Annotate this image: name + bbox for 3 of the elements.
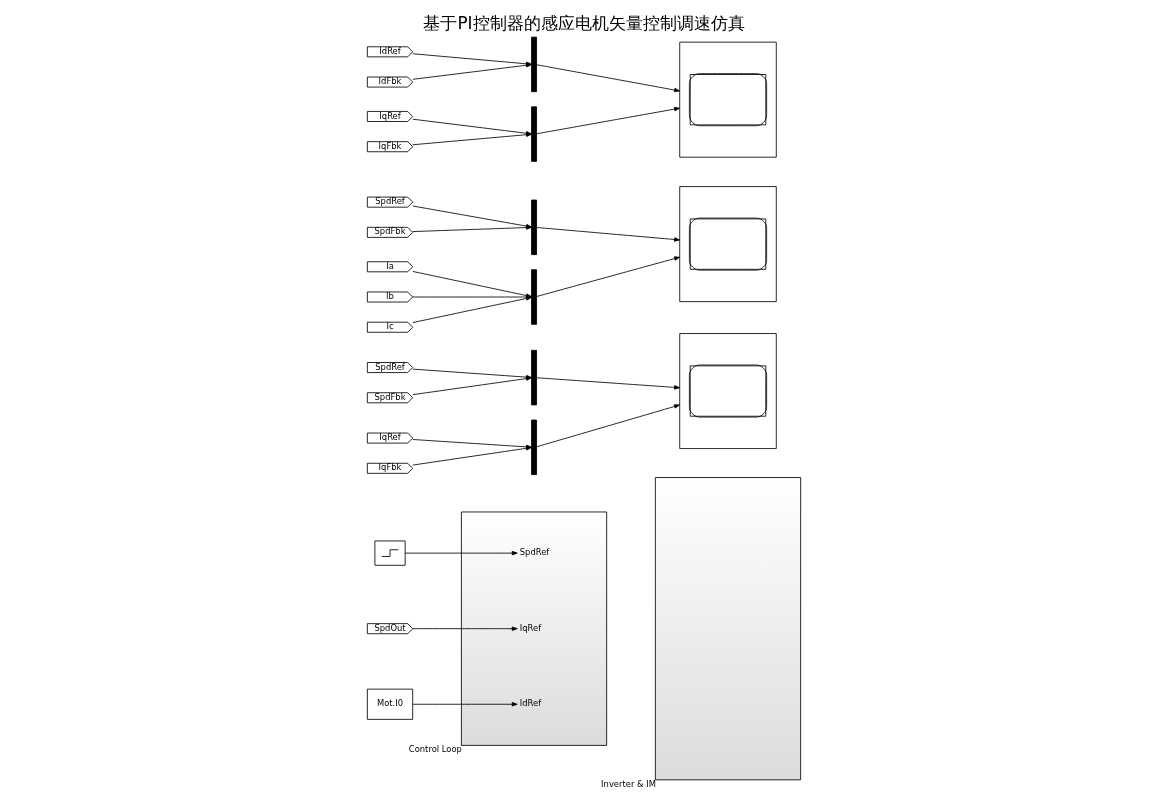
- diagram-title: 基于PI控制器的感应电机矢量控制调速仿真: [422, 12, 745, 33]
- node-label: Inverter & IM: [600, 778, 656, 789]
- node-label: Control Loop: [408, 744, 462, 755]
